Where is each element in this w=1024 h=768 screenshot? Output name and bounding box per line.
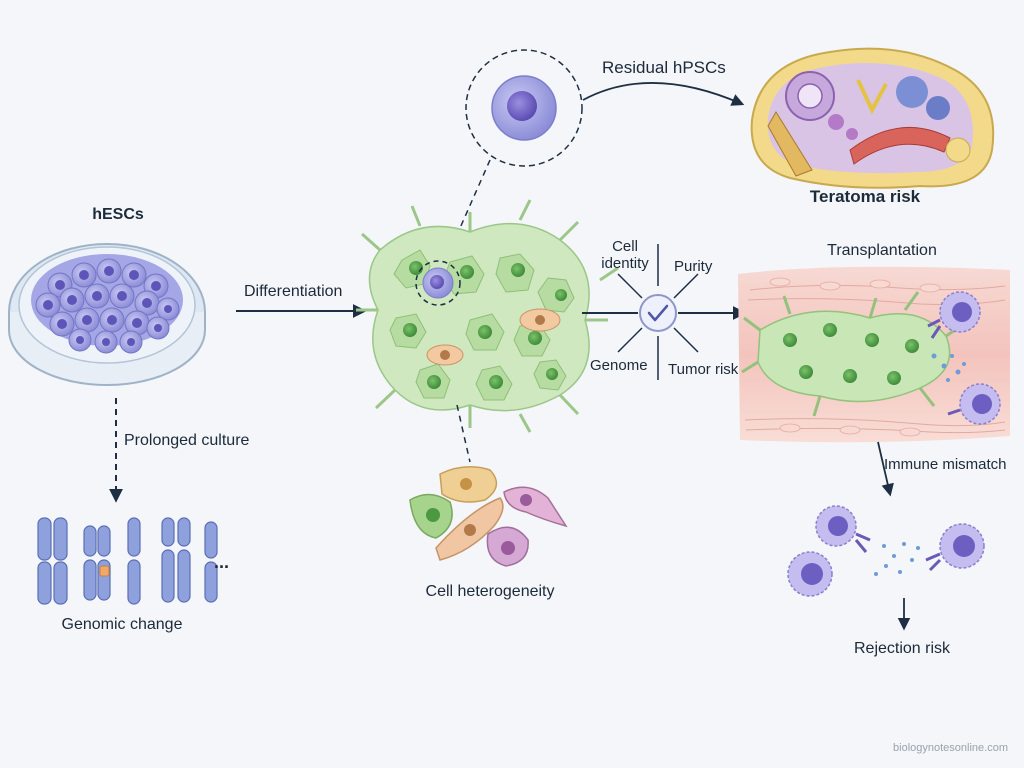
label-differentiation: Differentiation bbox=[244, 283, 343, 300]
quality-check-cross bbox=[617, 244, 699, 380]
label-ellipsis: ... bbox=[214, 552, 230, 572]
checkmark-icon bbox=[639, 294, 677, 332]
immune-cell-icon bbox=[927, 291, 1001, 425]
immune-mismatch-arrow bbox=[877, 441, 894, 497]
chromosome-translocation-mark bbox=[99, 565, 110, 577]
label-cell-identity: Cell identity bbox=[601, 238, 649, 272]
label-genomic-change: Genomic change bbox=[61, 616, 183, 633]
residual-cell-highlight bbox=[415, 260, 461, 306]
residual-stem-cell-icon bbox=[491, 75, 557, 141]
residual-to-teratoma-arrow bbox=[582, 82, 745, 106]
watermark: biologynotesonline.com bbox=[893, 742, 1008, 754]
label-tumor-risk: Tumor risk bbox=[668, 361, 739, 378]
label-residual-hpscs: Residual hPSCs bbox=[602, 58, 726, 77]
cytokine-dots bbox=[931, 353, 966, 382]
label-purity: Purity bbox=[674, 258, 713, 275]
rejection-immune-cells-icon bbox=[787, 505, 985, 597]
teratoma-icon bbox=[750, 47, 995, 189]
differentiated-cell-cluster bbox=[356, 199, 619, 433]
label-hescs: hESCs bbox=[92, 206, 144, 223]
stem-cell-colony bbox=[31, 254, 183, 354]
petri-dish-icon bbox=[8, 243, 206, 386]
heterogeneous-cells-icon bbox=[409, 466, 568, 567]
residual-cell-zoom-circle bbox=[465, 49, 583, 167]
label-immune-mismatch: Immune mismatch bbox=[884, 456, 1007, 473]
label-prolonged-culture: Prolonged culture bbox=[124, 432, 250, 449]
chromosome-icon bbox=[37, 517, 218, 605]
rejection-cytokine-dots bbox=[874, 542, 920, 576]
engrafted-cells-icon bbox=[741, 291, 965, 417]
residual-cell-in-cluster bbox=[422, 267, 454, 299]
label-teratoma-risk: Teratoma risk bbox=[809, 187, 921, 206]
label-genome: Genome bbox=[590, 357, 648, 374]
label-cell-heterogeneity: Cell heterogeneity bbox=[425, 583, 555, 600]
heterogeneity-link-line bbox=[456, 404, 471, 463]
label-transplantation: Transplantation bbox=[827, 242, 937, 259]
label-rejection-risk: Rejection risk bbox=[853, 640, 951, 657]
